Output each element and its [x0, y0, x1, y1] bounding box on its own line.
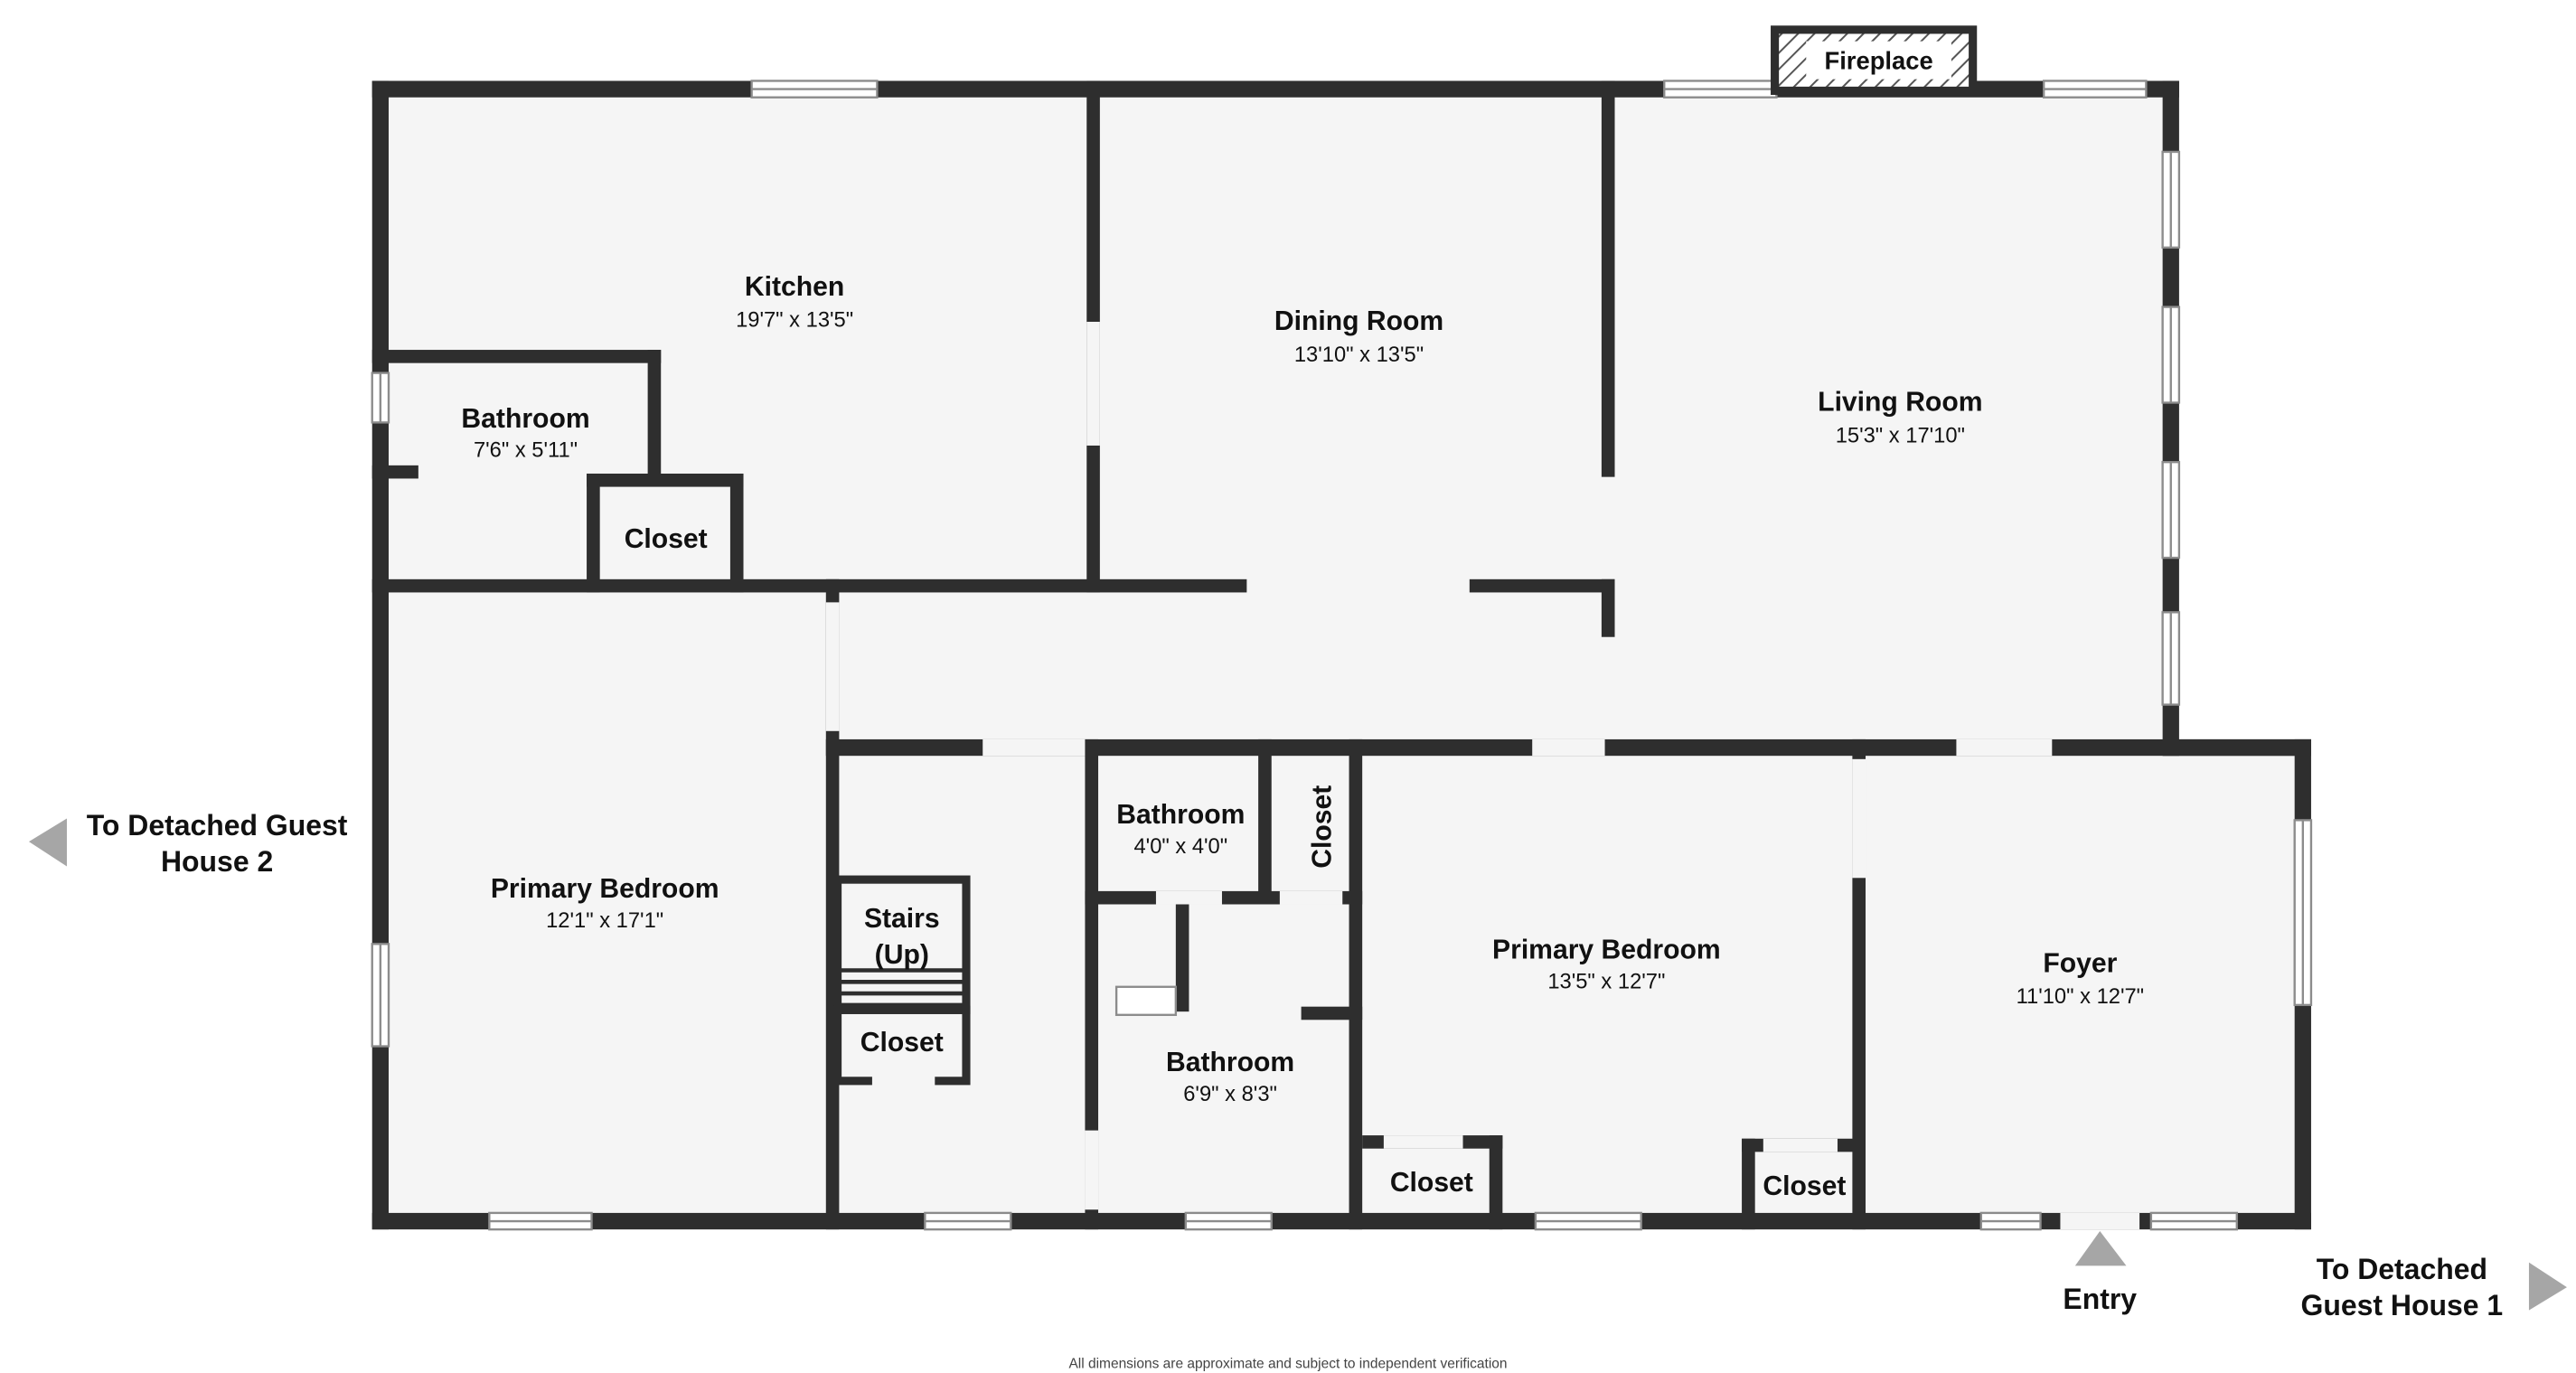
room-label-living-room: Living Room — [1818, 388, 1982, 418]
windows — [371, 80, 2313, 1231]
fireplace-label-bg — [1806, 41, 1951, 80]
room-label-closet-top: Closet — [625, 524, 708, 554]
exit-guest-house-2[interactable]: To Detached Guest House 2 — [28, 809, 348, 878]
room-label-primary-bedroom-2: Primary Bedroom — [1492, 936, 1721, 965]
window — [2161, 306, 2181, 404]
room-label-closet-hall: Closet — [1307, 785, 1337, 869]
room-dims-bathroom-small: 4'0" x 4'0" — [1133, 835, 1227, 859]
room-dims-dining-room: 13'10" x 13'5" — [1294, 343, 1424, 367]
fireplace-label: Fireplace — [1824, 47, 1932, 75]
room-label-bathroom-main: Bathroom — [1166, 1048, 1294, 1077]
window — [371, 371, 390, 424]
left-arrow-icon[interactable] — [28, 818, 67, 867]
room-dims-bathroom-main: 6'9" x 8'3" — [1183, 1083, 1277, 1106]
room-label-foyer: Foyer — [2043, 948, 2117, 978]
room-label-kitchen: Kitchen — [745, 272, 844, 302]
window — [2161, 150, 2181, 249]
entry-marker: Entry — [2063, 1230, 2137, 1315]
room-dims-primary-bedroom-2: 13'5" x 12'7" — [1547, 971, 1665, 994]
window — [1663, 80, 1778, 99]
room-dims-stairs: (Up) — [875, 940, 929, 970]
window — [1534, 1211, 1642, 1231]
window — [1184, 1211, 1273, 1231]
window — [1979, 1211, 2042, 1231]
room-dims-primary-bedroom-1: 12'1" x 17'1" — [546, 909, 663, 933]
disclaimer-text: All dimensions are approximate and subje… — [1068, 1357, 1507, 1372]
room-label-closet-stairs: Closet — [860, 1028, 944, 1058]
room-label-closet-foyer: Closet — [1763, 1171, 1846, 1201]
right-arrow-icon[interactable] — [2528, 1262, 2567, 1311]
window — [2293, 819, 2313, 1007]
window — [2161, 611, 2181, 706]
room-label-closet-bedroom2: Closet — [1390, 1168, 1473, 1198]
exit-right-label-line1: To Detached — [2317, 1253, 2487, 1285]
exit-left-label-line2: House 2 — [161, 845, 273, 878]
window — [371, 943, 390, 1048]
window — [924, 1211, 1012, 1231]
door-openings — [825, 322, 2140, 1230]
room-label-bathroom-top: Bathroom — [461, 404, 589, 434]
window — [2161, 461, 2181, 560]
room-dims-foyer: 11'10" x 12'7" — [2017, 985, 2145, 1009]
exit-right-label-line2: Guest House 1 — [2301, 1289, 2504, 1321]
window — [2149, 1211, 2238, 1231]
room-dims-living-room: 15'3" x 17'10" — [1836, 424, 1965, 447]
window — [488, 1211, 593, 1231]
room-labels: Kitchen 19'7" x 13'5" Dining Room 13'10"… — [461, 272, 2144, 1201]
staircase — [833, 875, 971, 1088]
room-label-bathroom-small: Bathroom — [1116, 800, 1245, 830]
fireplace: Fireplace — [1771, 25, 1978, 95]
window — [750, 80, 879, 99]
room-label-stairs: Stairs — [864, 904, 940, 934]
window — [2042, 80, 2148, 99]
room-dims-kitchen: 19'7" x 13'5" — [736, 308, 853, 332]
door-marker — [1114, 985, 1178, 1017]
room-label-primary-bedroom-1: Primary Bedroom — [491, 874, 719, 904]
entry-arrow-icon — [2074, 1230, 2127, 1266]
floor-areas — [371, 80, 2311, 1230]
room-label-dining-room: Dining Room — [1274, 306, 1443, 336]
room-dims-bathroom-top: 7'6" x 5'11" — [474, 439, 578, 463]
entry-label: Entry — [2063, 1283, 2137, 1315]
exit-left-label-line1: To Detached Guest — [87, 809, 348, 842]
exit-guest-house-1[interactable]: To Detached Guest House 1 — [2301, 1253, 2567, 1321]
